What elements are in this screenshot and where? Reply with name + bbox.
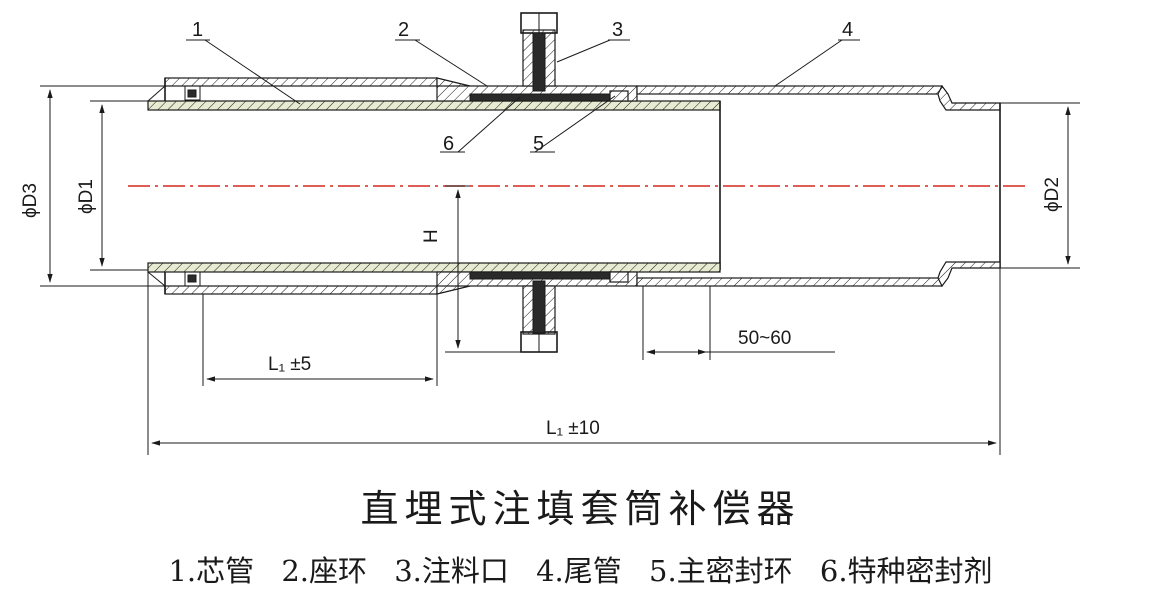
legend-item-injection-port: 3.注料口: [394, 554, 509, 588]
dim-d1: ϕD1: [76, 179, 97, 214]
injection-port-bottom: [520, 280, 558, 353]
part-label-1: 1: [192, 19, 203, 41]
parts-legend: 1.芯管 2.座环 3.注料口 4.尾管 5.主密封环 6.特种密封剂: [0, 548, 1161, 590]
dim-d3: ϕD3: [20, 183, 41, 218]
legend-item-tail-pipe: 4.尾管: [536, 554, 622, 588]
tail-pipe-bottom: [636, 277, 943, 287]
tail-pipe-top: [636, 85, 943, 95]
legend-item-special-sealant: 6.特种密封剂: [819, 554, 993, 588]
injection-port-top: [520, 12, 558, 92]
dim-d2: ϕD2: [1042, 177, 1063, 212]
diagram-title: 直埋式注填套筒补偿器: [360, 487, 801, 531]
dim-h: H: [421, 229, 442, 243]
compensator-drawing: 1 2 3 4 6 5 ϕD3 ϕD1 ϕD2 H L₁ ±5 L₁ ±10 5…: [20, 12, 1080, 455]
legend-item-seat-ring: 2.座环: [281, 554, 367, 588]
extension-lines: [40, 85, 1080, 455]
dim-gap: 50~60: [738, 328, 791, 349]
dim-l1-long: L₁ ±10: [546, 418, 600, 439]
part-label-5: 5: [533, 133, 544, 155]
part-label-2: 2: [398, 19, 409, 41]
legend-item-core-pipe: 1.芯管: [168, 554, 255, 588]
main-seal-ring-bottom: [609, 271, 629, 283]
core-pipe-bottom: [147, 262, 721, 273]
outer-sleeve-bottom: [164, 285, 438, 295]
part-label-6: 6: [443, 133, 454, 155]
main-seal-ring-top: [609, 90, 629, 102]
sealant-top: [469, 93, 611, 102]
dim-l1-short: L₁ ±5: [268, 354, 311, 375]
dimension-lines: [47, 89, 1071, 446]
top-section: [147, 12, 1001, 270]
sealant-bottom: [469, 271, 611, 280]
part-label-3: 3: [612, 19, 623, 41]
bottom-section: [147, 261, 1001, 353]
core-pipe-top: [147, 100, 721, 111]
leader-lines: [186, 39, 860, 153]
part-label-4: 4: [842, 19, 853, 41]
legend-item-main-seal-ring: 5.主密封环: [649, 554, 793, 588]
outer-sleeve-top: [164, 77, 438, 87]
